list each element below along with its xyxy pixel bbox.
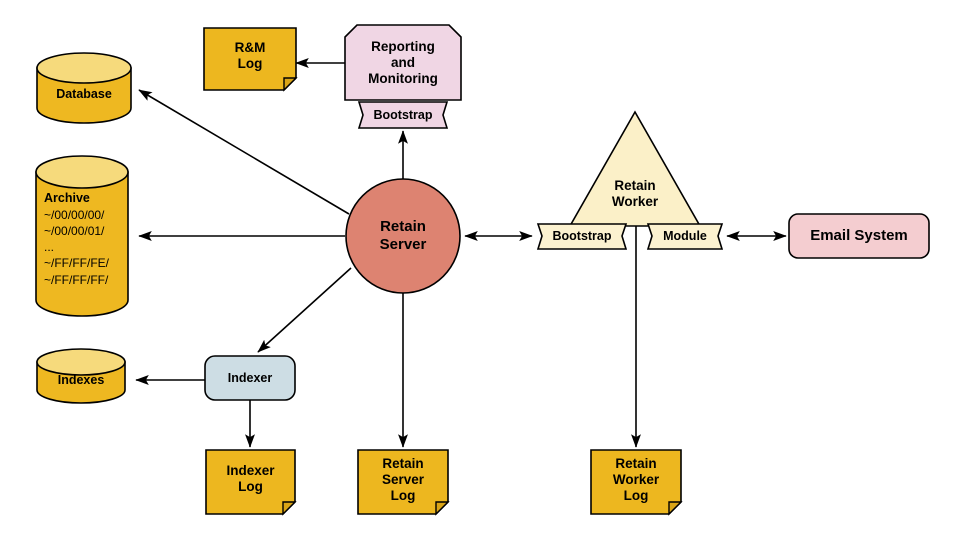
indexer-log-note-body	[205, 449, 296, 515]
retain-server-log-note-body	[357, 449, 449, 515]
email-system-shape	[788, 213, 930, 259]
node-rm-log[interactable]	[203, 27, 298, 92]
node-retain-worker-log[interactable]	[590, 449, 683, 516]
archive-title: Archive	[44, 191, 90, 205]
edge-server-to-database	[138, 89, 350, 215]
rm-log-note-body	[203, 27, 297, 91]
retain-server-log-note-fold	[435, 501, 450, 516]
indexes-cylinder-top	[36, 348, 126, 376]
retain-worker-log-note-body	[590, 449, 682, 515]
archive-line-2: ...	[44, 240, 55, 255]
node-worker-bootstrap[interactable]	[536, 223, 628, 250]
retain-server-circle	[345, 178, 461, 294]
node-retain-server[interactable]	[345, 178, 461, 294]
archive-line-4: ~/FF/FF/FF/	[44, 272, 109, 287]
worker-module-shape	[646, 223, 724, 250]
node-indexes[interactable]	[36, 348, 126, 404]
node-database[interactable]	[36, 52, 132, 124]
archive-cylinder-body	[35, 171, 129, 317]
edge-server-to-indexer	[257, 267, 352, 353]
node-indexer-log[interactable]	[205, 449, 297, 516]
indexer-shape	[204, 355, 296, 401]
database-cylinder-top	[36, 52, 132, 84]
retain-worker-log-note-fold	[668, 501, 683, 516]
node-indexer[interactable]	[204, 355, 296, 401]
node-email-system[interactable]	[788, 213, 930, 259]
rm-log-note-fold	[283, 77, 298, 92]
archive-line-1: ~/00/00/01/	[44, 224, 105, 239]
archive-label: Archive ~/00/00/00/ ~/00/00/01/ ... ~/FF…	[44, 190, 128, 288]
node-archive[interactable]	[35, 155, 129, 317]
worker-bootstrap-shape	[536, 223, 628, 250]
reporting-monitoring-shape	[344, 24, 462, 101]
node-reporting-monitoring[interactable]	[344, 24, 462, 101]
node-retain-server-log[interactable]	[357, 449, 450, 516]
rm-bootstrap-shape	[357, 101, 449, 129]
archive-line-0: ~/00/00/00/	[44, 207, 105, 222]
node-retain-worker[interactable]	[568, 110, 702, 227]
archive-line-3: ~/FF/FF/FE/	[44, 256, 109, 271]
retain-worker-triangle	[568, 110, 702, 227]
indexer-log-note-fold	[282, 501, 297, 516]
node-rm-bootstrap[interactable]	[357, 101, 449, 129]
archive-cylinder-top	[35, 155, 129, 189]
node-worker-module[interactable]	[646, 223, 724, 250]
